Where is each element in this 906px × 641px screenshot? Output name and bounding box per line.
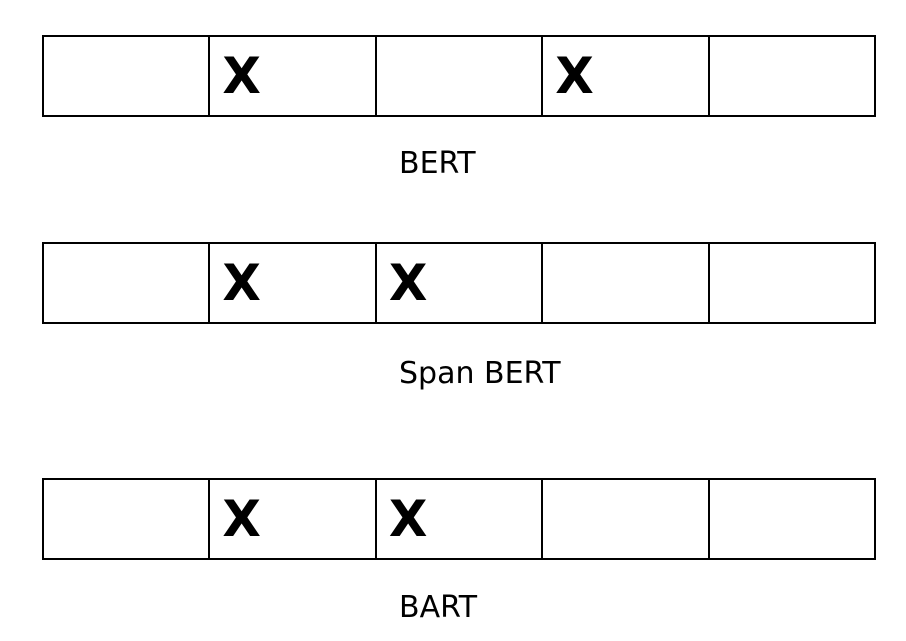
token-cell xyxy=(541,480,707,558)
token-sequence-span-bert: X X xyxy=(42,242,876,324)
token-cell xyxy=(541,244,707,322)
diagram-label-bert: BERT xyxy=(399,146,476,181)
token-cell: X xyxy=(541,37,707,115)
mask-marker: X xyxy=(555,47,594,105)
token-cell: X xyxy=(208,244,374,322)
token-cell xyxy=(44,244,208,322)
diagram-label-span-bert: Span BERT xyxy=(399,356,561,391)
mask-marker: X xyxy=(388,490,428,548)
diagram-label-bart: BART xyxy=(399,590,478,625)
mask-marker: X xyxy=(222,47,261,105)
token-cell: X xyxy=(208,480,374,558)
mask-marker: X xyxy=(222,254,261,312)
token-cell: X xyxy=(374,480,541,558)
token-sequence-bert: X X xyxy=(42,35,876,117)
token-cell xyxy=(374,37,541,115)
token-cell xyxy=(707,244,874,322)
mask-marker: X xyxy=(388,254,428,312)
mask-marker: X xyxy=(222,490,261,548)
token-sequence-bart: X X xyxy=(42,478,876,560)
token-cell xyxy=(707,480,874,558)
token-cell: X xyxy=(374,244,541,322)
token-cell xyxy=(44,37,208,115)
token-cell xyxy=(707,37,874,115)
token-cell xyxy=(44,480,208,558)
token-cell: X xyxy=(208,37,374,115)
